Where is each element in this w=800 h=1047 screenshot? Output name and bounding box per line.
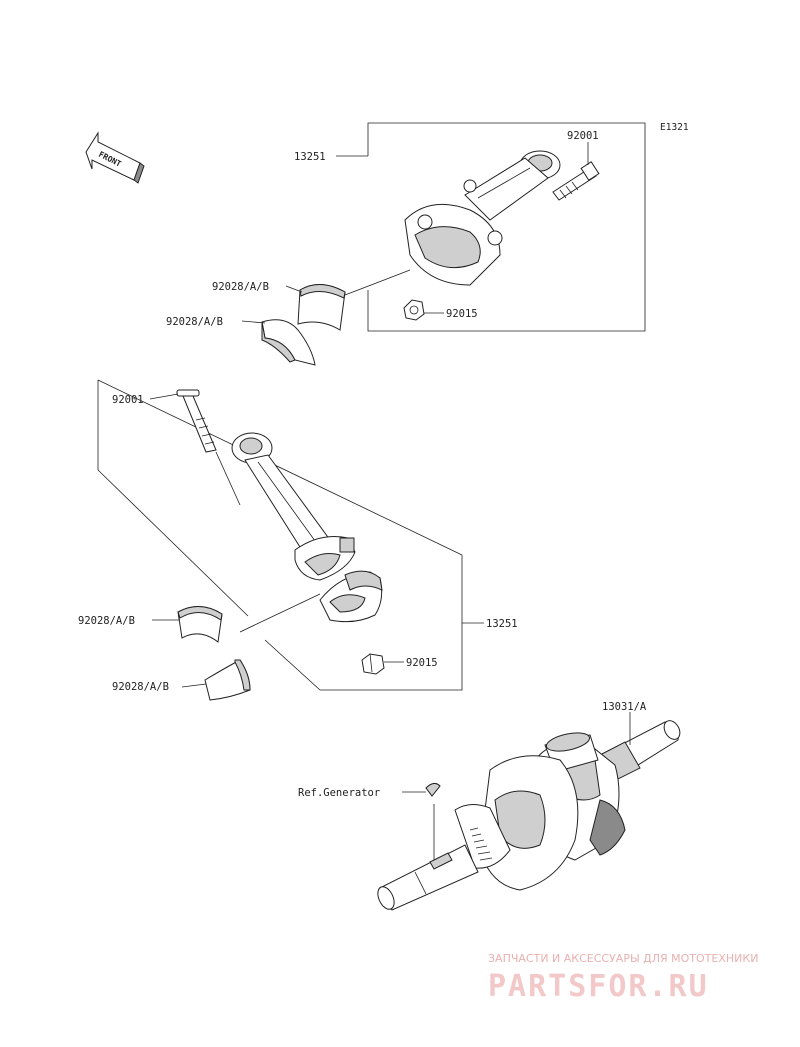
diagram-code: E1321 bbox=[660, 122, 689, 133]
bolt-upper bbox=[552, 161, 600, 201]
bearing-upper-1 bbox=[297, 284, 346, 331]
bearing-lower-1 bbox=[177, 606, 223, 643]
upper-labels: 13251 92001 92028/A/B 92028/A/B 92015 bbox=[166, 130, 599, 328]
watermark: ЗАПЧАСТИ И АКСЕССУАРЫ ДЛЯ МОТОТЕХНИКИ PA… bbox=[488, 952, 758, 1004]
nut-upper bbox=[403, 299, 425, 321]
watermark-tagline: ЗАПЧАСТИ И АКСЕССУАРЫ ДЛЯ МОТОТЕХНИКИ bbox=[488, 952, 758, 965]
label-rod-upper: 13251 bbox=[294, 151, 326, 163]
label-bearing-upper-2: 92028/A/B bbox=[166, 316, 223, 328]
lower-group-box bbox=[97, 379, 463, 691]
front-arrow-icon: FRONT bbox=[85, 131, 145, 184]
label-nut-lower: 92015 bbox=[406, 657, 438, 669]
bearing-lower-2 bbox=[204, 659, 251, 701]
lower-labels: 92001 92028/A/B 92028/A/B 13251 92015 bbox=[78, 393, 518, 693]
label-bolt-lower: 92001 bbox=[112, 394, 144, 406]
bolt-lower bbox=[176, 389, 241, 506]
rod-cap-lower bbox=[319, 570, 383, 623]
crankshaft bbox=[377, 720, 681, 911]
nut-lower bbox=[361, 653, 385, 675]
connecting-rod-lower bbox=[231, 432, 356, 581]
woodruff-key bbox=[425, 782, 441, 797]
label-bearing-upper-1: 92028/A/B bbox=[212, 281, 269, 293]
label-crankshaft: 13031/A bbox=[602, 701, 647, 713]
label-rod-lower: 13251 bbox=[486, 618, 518, 630]
label-bolt-upper: 92001 bbox=[567, 130, 599, 142]
label-bearing-lower-2: 92028/A/B bbox=[112, 681, 169, 693]
watermark-brand: PARTSFOR.RU bbox=[488, 969, 709, 1004]
label-bearing-lower-1: 92028/A/B bbox=[78, 615, 135, 627]
bearing-upper-2 bbox=[261, 319, 316, 366]
connecting-rod-upper bbox=[404, 150, 561, 286]
gear-teeth bbox=[469, 827, 493, 861]
label-ref-generator: Ref.Generator bbox=[298, 787, 380, 799]
crankshaft-labels: 13031/A Ref.Generator bbox=[298, 701, 647, 860]
upper-group-box bbox=[367, 122, 646, 332]
label-nut-upper: 92015 bbox=[446, 308, 478, 320]
